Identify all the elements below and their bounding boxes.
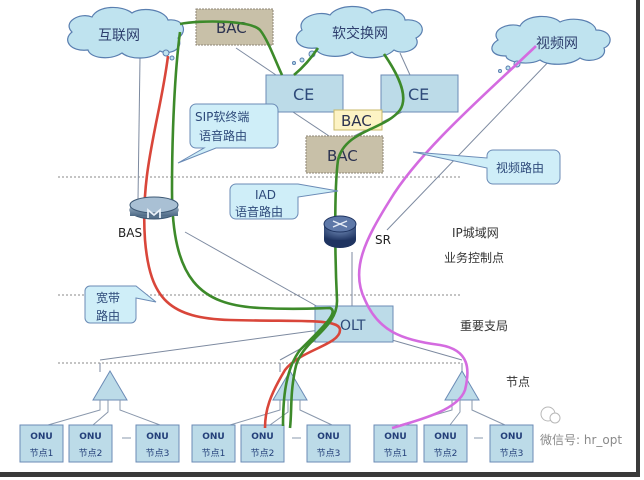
layer-label-node: 节点 [506, 375, 530, 389]
onu-node-label: 节点1 [30, 448, 54, 459]
ce-left-label: CE [293, 85, 314, 104]
watermark-text: 微信号: hr_opt [540, 433, 622, 447]
ce-left: CE [265, 74, 344, 113]
callout-sip-line2: 语音路由 [199, 128, 247, 143]
onu-type-label: ONU [30, 432, 53, 442]
voice-route-green-top [179, 20, 284, 76]
olt-label: OLT [340, 318, 366, 334]
callout-iad-voice: IAD 语音路由 [229, 183, 339, 220]
onu-type-label: ONU [500, 432, 523, 442]
onu-type-label: ONU [251, 432, 274, 442]
ce-right: CE [380, 74, 459, 113]
bas-label: BAS [118, 226, 142, 240]
callout-broadband-line1: 宽带 [96, 290, 120, 305]
callout-video-route: 视频路由 [412, 149, 561, 185]
callout-sip-voice: SIP软终端 语音路由 [177, 103, 279, 164]
onu-box: ONU 节点3 [135, 424, 180, 463]
router-arrows-icon [332, 220, 348, 228]
callout-video-label: 视频路由 [496, 160, 544, 175]
cloud-internet-label: 互联网 [98, 28, 140, 44]
network-diagram: 互联网 软交换网 视频网 BAC CE CE BAC BAC [19, 5, 622, 463]
bac-small-label: BAC [341, 112, 372, 130]
onu-node-label: 节点1 [384, 448, 408, 459]
sr-label: SR [375, 233, 391, 247]
onu-box: ONU 节点3 [306, 424, 351, 463]
callout-broadband: 宽带 路由 [84, 285, 157, 324]
bas-device: BAS [118, 196, 179, 240]
bas-m-icon [147, 208, 161, 218]
callout-broadband-line2: 路由 [96, 308, 120, 323]
onu-box: ONU 节点3 [489, 424, 534, 463]
layer-label-service-control: 业务控制点 [444, 250, 504, 265]
onu-node-label: 节点2 [79, 448, 103, 459]
splitter-3 [444, 370, 480, 401]
onu-box: ONU 节点2 [423, 424, 468, 463]
cloud-internet: 互联网 [67, 6, 185, 61]
sr-router: SR [323, 215, 391, 248]
bac-top: BAC [195, 8, 274, 46]
voice-route-green-sip [170, 31, 334, 427]
layer-label-key-branch: 重要支局 [460, 319, 508, 333]
cloud-video-label: 视频网 [536, 36, 578, 52]
onu-type-label: ONU [317, 432, 340, 442]
onu-box: ONU 节点1 [19, 424, 64, 463]
cloud-softswitch-label: 软交换网 [332, 25, 388, 42]
layer-label-ip-metro: IP城域网 [452, 226, 499, 240]
onu-layer: ONU 节点1 ONU 节点2 ONU 节点3 ONU 节点1 ONU 节点2 ONU 节点3 ONU 节… [19, 424, 534, 463]
callout-iad-line2: 语音路由 [235, 204, 283, 219]
video-route-pink [357, 45, 537, 430]
splitter-1 [92, 370, 128, 401]
ce-right-label: CE [408, 85, 429, 104]
onu-box: ONU 节点2 [68, 424, 113, 463]
onu-node-label: 节点3 [146, 448, 170, 459]
onu-type-label: ONU [384, 432, 407, 442]
onu-node-label: 节点3 [500, 448, 524, 459]
onu-node-label: 节点2 [434, 448, 458, 459]
onu-node-label: 节点2 [251, 448, 275, 459]
voice-route-green-softswitch [293, 47, 320, 76]
broadband-route-red [142, 55, 342, 429]
cloud-video: 视频网 [491, 15, 611, 73]
bac-mid: BAC [305, 135, 384, 174]
onu-type-label: ONU [434, 432, 457, 442]
onu-type-label: ONU [79, 432, 102, 442]
onu-node-label: 节点3 [317, 448, 341, 459]
onu-type-label: ONU [146, 432, 169, 442]
onu-box: ONU 节点1 [191, 424, 236, 463]
onu-box: ONU 节点2 [240, 424, 285, 463]
callout-sip-line1: SIP软终端 [195, 109, 249, 124]
onu-type-label: ONU [202, 432, 225, 442]
cloud-softswitch: 软交换网 [292, 5, 423, 65]
callout-iad-line1: IAD [255, 188, 276, 202]
onu-node-label: 节点1 [202, 448, 226, 459]
bac-small: BAC [333, 109, 383, 131]
onu-box: ONU 节点1 [373, 424, 418, 463]
watermark: 微信号: hr_opt [540, 406, 622, 447]
bac-mid-label: BAC [327, 147, 358, 165]
splitter-2 [272, 370, 308, 401]
